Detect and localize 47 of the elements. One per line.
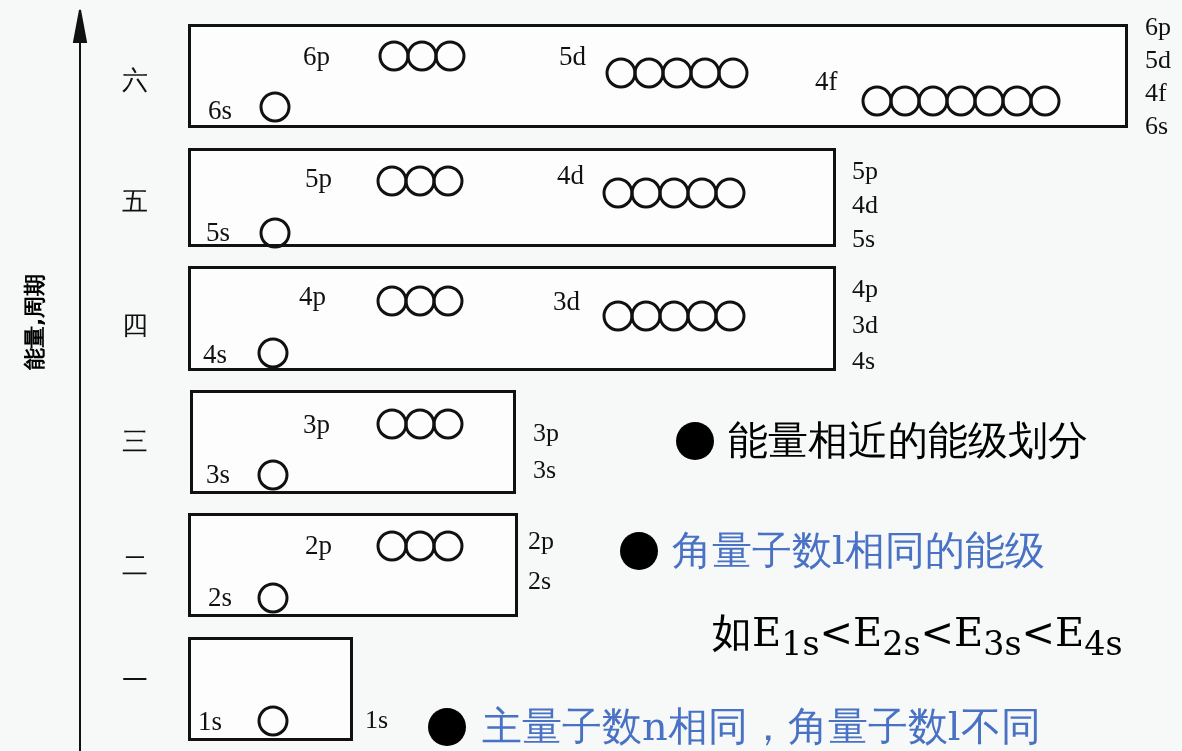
sublevel-label: 4s	[203, 341, 227, 368]
sublevel-label: 3s	[206, 461, 230, 488]
sublevel-label: 2s	[208, 584, 232, 611]
sublevel-label: 6p	[303, 43, 330, 70]
period-number: 五	[122, 188, 148, 214]
bullet-text: 能量相近的能级划分	[728, 416, 1088, 464]
sublevel-label: 1s	[198, 708, 222, 735]
sublevel-label: 6s	[208, 97, 232, 124]
period-number: 三	[122, 428, 148, 454]
sublevel-label: 2s	[528, 568, 552, 594]
period-number: 一	[122, 667, 148, 693]
period-box	[190, 390, 516, 494]
sublevel-label: 3s	[533, 457, 557, 483]
sublevel-label: 5p	[852, 158, 878, 184]
period-number: 六	[122, 67, 148, 93]
period-box	[188, 24, 1128, 128]
bullet-text: 主量子数n相同，角量子数l不同	[482, 702, 1041, 750]
sublevel-label: 2p	[305, 532, 332, 559]
sublevel-label: 5d	[559, 43, 586, 70]
sublevel-label: 3d	[553, 288, 580, 315]
sublevel-label: 5s	[852, 226, 876, 252]
period-box	[188, 148, 836, 247]
sublevel-label: 5d	[1145, 47, 1171, 73]
period-box	[188, 637, 353, 741]
sublevel-label: 6s	[1145, 113, 1169, 139]
sublevel-label: 4d	[557, 162, 584, 189]
sublevel-label: 4f	[1145, 80, 1167, 106]
sublevel-label: 1s	[365, 707, 389, 733]
bullet-text: 如E$_{1s}$<E$_{2s}$<E$_{3s}$<E$_{4s}$	[712, 608, 1123, 665]
sublevel-label: 3d	[852, 312, 878, 338]
sublevel-label: 3p	[533, 420, 559, 446]
period-number: 四	[122, 312, 148, 338]
period-box	[188, 513, 518, 617]
bullet-text: 角量子数l相同的能级	[672, 526, 1045, 574]
period-box	[188, 266, 836, 371]
sublevel-label: 5s	[206, 219, 230, 246]
sublevel-label: 2p	[528, 528, 554, 554]
sublevel-label: 5p	[305, 165, 332, 192]
axis-label: 能量,周期	[23, 273, 47, 370]
sublevel-label: 4f	[815, 68, 838, 95]
period-number: 二	[122, 552, 148, 578]
sublevel-label: 4d	[852, 192, 878, 218]
sublevel-label: 4p	[299, 283, 326, 310]
sublevel-label: 3p	[303, 411, 330, 438]
sublevel-label: 4s	[852, 348, 876, 374]
sublevel-label: 6p	[1145, 14, 1171, 40]
sublevel-label: 4p	[852, 276, 878, 302]
